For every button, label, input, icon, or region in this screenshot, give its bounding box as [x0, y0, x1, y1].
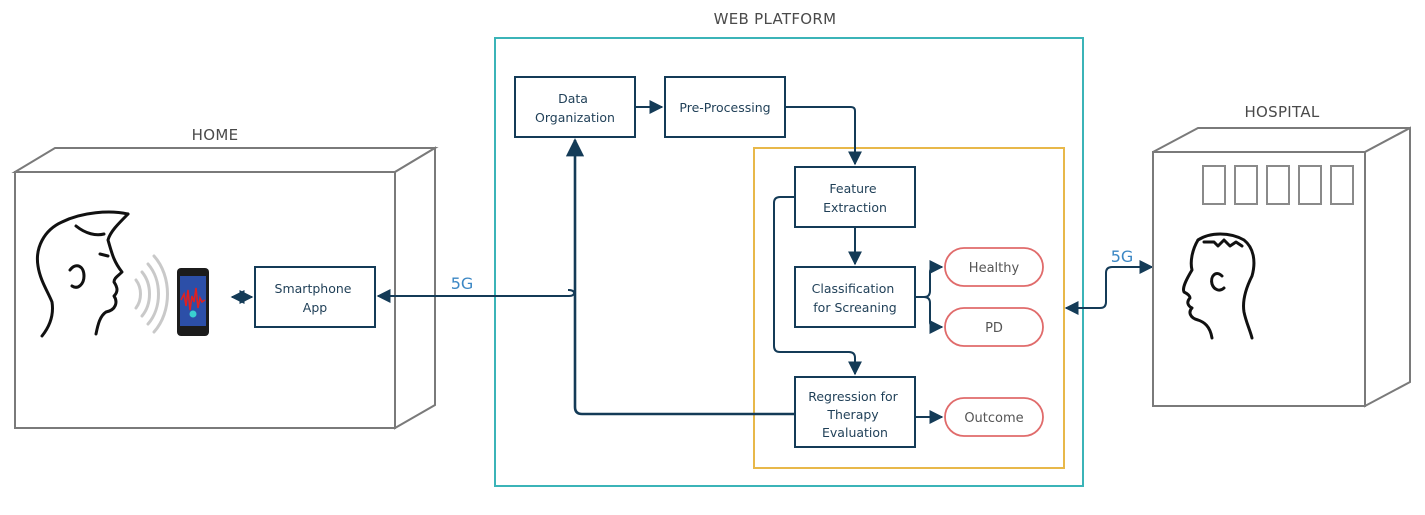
feature-extraction-box: Feature Extraction [794, 166, 916, 228]
hospital-box-side [1364, 126, 1411, 408]
web-platform-title: WEB PLATFORM [714, 10, 837, 28]
smartphone-app-line-2: App [303, 300, 327, 315]
svg-text:Smartphone App: Smartphone App [275, 281, 356, 315]
healthy-outcome: Healthy [944, 247, 1044, 287]
sound-waves-icon [134, 254, 169, 334]
data-organization-line-2: Organization [535, 110, 615, 125]
junction-curve [568, 289, 576, 297]
healthy-label: Healthy [969, 261, 1020, 276]
smartphone-app-box: Smartphone App [254, 266, 376, 328]
outcome-label: Outcome [964, 411, 1023, 426]
hospital-title: HOSPITAL [1244, 103, 1319, 121]
class-to-healthy-arrow [915, 260, 944, 298]
class-to-pd-arrow [915, 296, 944, 334]
junction-curve-top [568, 289, 576, 297]
classification-line-1: Classification [812, 281, 895, 296]
svg-text:Pre-Processing: Pre-Processing [679, 100, 770, 115]
svg-text:Feature Extraction: Feature Extraction [823, 181, 887, 215]
home-box-side [394, 146, 436, 430]
classification-box: Classification for Screaning [794, 266, 916, 328]
model-group-border [753, 147, 1065, 469]
hospital-windows [1202, 165, 1354, 205]
home-title: HOME [192, 126, 239, 144]
svg-text:Data Organization: Data Organization [535, 91, 615, 125]
regression-line-1: Regression for [808, 389, 898, 404]
classification-line-2: for Screaning [813, 300, 896, 315]
link-label-home: 5G [451, 274, 474, 293]
home-box-top [11, 147, 439, 173]
speaking-head-icon [35, 210, 130, 338]
regression-to-organization-arrow [565, 138, 795, 416]
outcome-result: Outcome [944, 397, 1044, 437]
web-platform-section: WEB PLATFORM Data Organization Pre-Proce… [376, 10, 1084, 487]
pre-processing-box: Pre-Processing [664, 76, 786, 138]
link-label-hospital: 5G [1111, 247, 1134, 266]
feature-extraction-line-2: Extraction [823, 200, 887, 215]
smartphone-icon [177, 268, 209, 336]
feature-extraction-line-1: Feature [829, 181, 877, 196]
doctor-head-icon [1182, 232, 1256, 340]
home-section: HOME [11, 126, 439, 430]
platform-hospital-link [1064, 260, 1154, 315]
regression-box: Regression for Therapy Evaluation [794, 376, 916, 448]
svg-text:Classification for Scr: Classification for Screaning [812, 281, 899, 315]
data-organization-line-1: Data [558, 91, 588, 106]
pre-processing-line-1: Pre-Processing [679, 100, 770, 115]
svg-text:Regression for Therapy: Regression for Therapy Evaluation [808, 389, 902, 440]
preproc-to-feature-arrow [785, 106, 862, 166]
regression-line-3: Evaluation [822, 425, 888, 440]
data-organization-box: Data Organization [514, 76, 636, 138]
pd-label: PD [985, 321, 1003, 336]
hospital-section: HOSPITAL [1152, 103, 1411, 408]
pd-outcome: PD [944, 307, 1044, 347]
smartphone-app-line-1: Smartphone [275, 281, 352, 296]
regression-line-2: Therapy [826, 407, 879, 422]
feature-to-regression-arrow [773, 196, 862, 376]
